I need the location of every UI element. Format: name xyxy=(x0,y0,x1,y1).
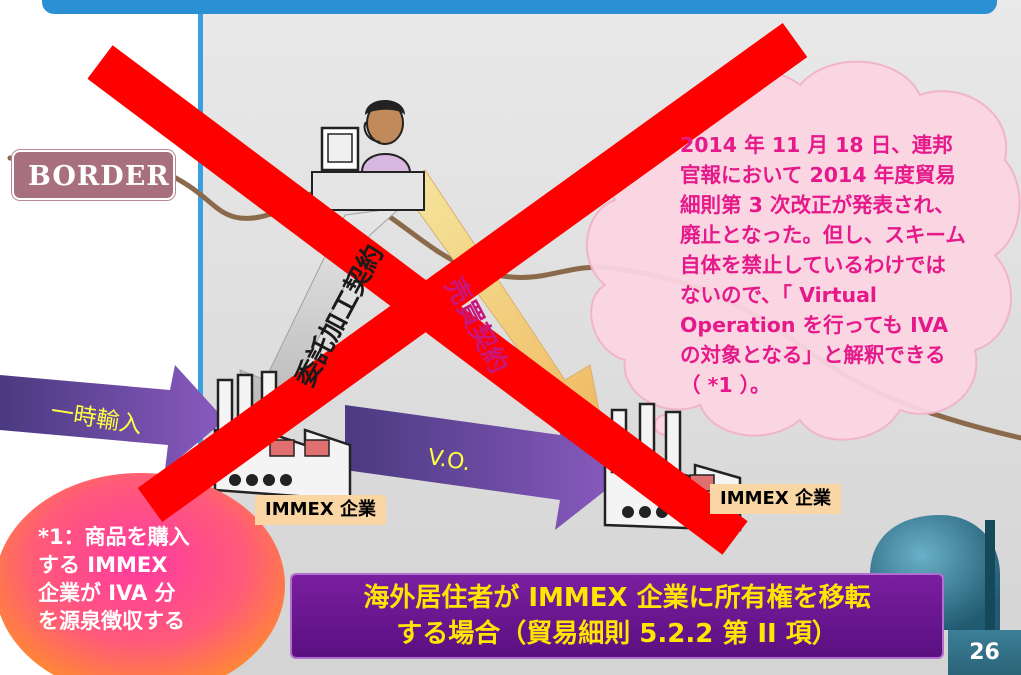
footnote-line: *1：商品を購入 xyxy=(38,525,190,549)
immex-company-left-label: IMMEX 企業 xyxy=(255,495,386,525)
cloud-note: 2014 年 11 月 18 日、連邦 官報において 2014 年度貿易 細則第… xyxy=(680,130,1002,400)
operator-illustration xyxy=(311,100,425,211)
cloud-note-line: 自体を禁止しているわけでは xyxy=(680,253,946,277)
top-banner xyxy=(42,0,997,14)
cloud-note-line: 廃止となった。但し、スキーム xyxy=(680,223,966,247)
temporary-import-arrow xyxy=(0,365,225,470)
footnote-line: 企業が IVA 分 xyxy=(38,581,176,605)
cloud-note-line: 官報において 2014 年度貿易 xyxy=(680,163,956,187)
cloud-note-line: （ *1 ）。 xyxy=(680,373,771,397)
border-tag: BORDER xyxy=(12,150,175,200)
page-number: 26 xyxy=(948,630,1021,675)
bottom-banner-line: する場合（貿易細則 5.2.2 第 II 項） xyxy=(396,619,838,649)
footnote-line: する IMMEX xyxy=(38,553,168,577)
bottom-banner-line: 海外居住者が IMMEX 企業に所有権を移転 xyxy=(363,583,871,613)
bottom-banner xyxy=(292,575,942,657)
border-divider-line xyxy=(198,0,203,675)
immex-company-right-label: IMMEX 企業 xyxy=(710,484,841,514)
cloud-note-line: の対象となる」と解釈できる xyxy=(680,343,946,367)
cloud-note-line: ないので、「 Virtual xyxy=(680,283,877,307)
footnote-text: *1：商品を購入 する IMMEX 企業が IVA 分 を源泉徴収する xyxy=(38,523,238,635)
virtual-operation-arrow xyxy=(345,405,625,530)
cloud-note-line: Operation を行っても IVA xyxy=(680,313,949,337)
cloud-note-line: 2014 年 11 月 18 日、連邦 xyxy=(680,133,953,157)
footnote-line: を源泉徴収する xyxy=(38,609,185,633)
cloud-note-line: 細則第 3 次改正が発表され、 xyxy=(680,193,955,217)
bottom-banner-text: 海外居住者が IMMEX 企業に所有権を移転 する場合（貿易細則 5.2.2 第… xyxy=(292,580,942,652)
cancel-cross xyxy=(87,22,808,555)
footnote-circle xyxy=(0,473,285,675)
